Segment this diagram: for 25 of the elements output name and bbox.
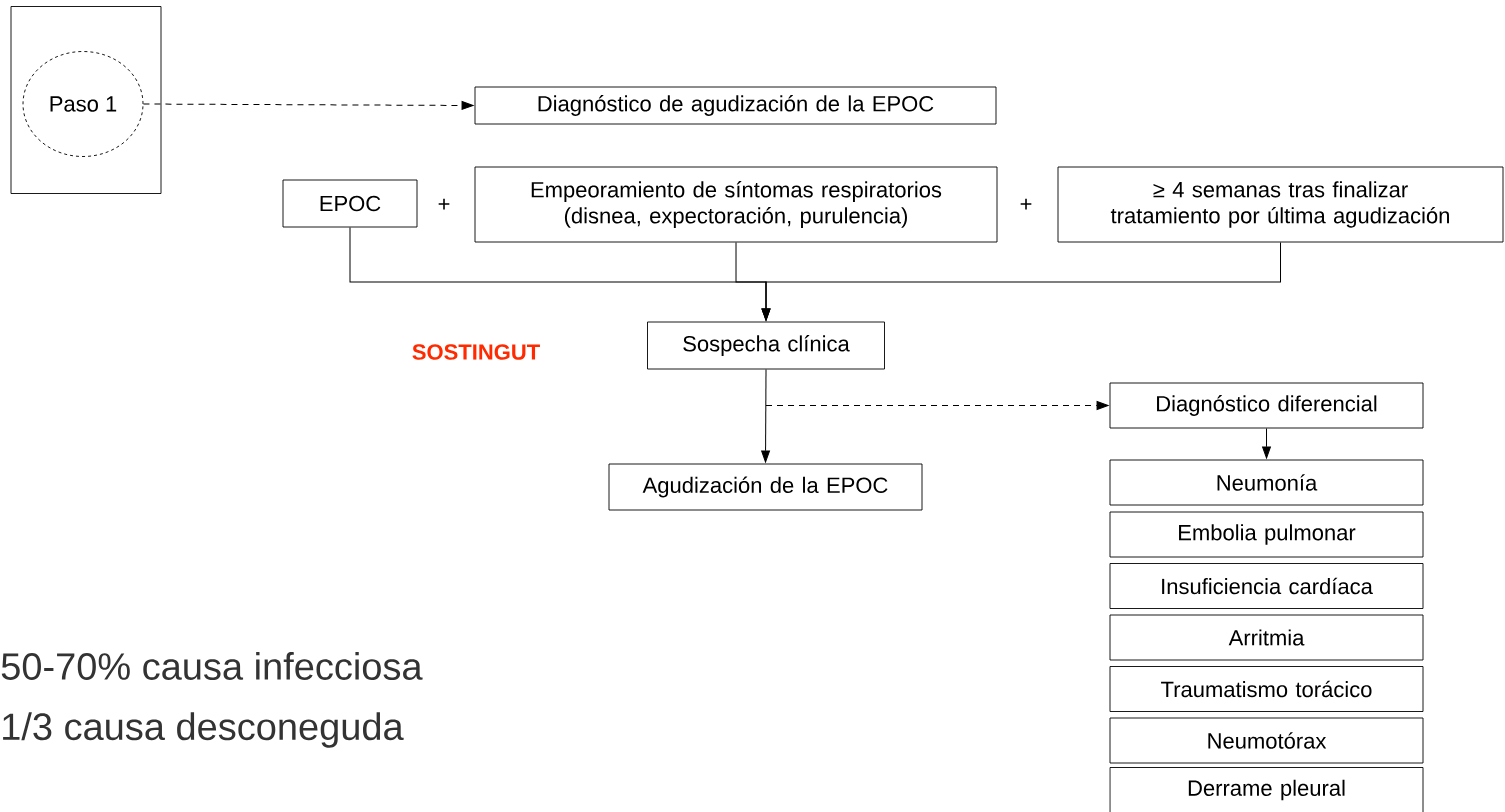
plus-sign: + [438, 198, 450, 210]
list-box: Neumonía [1109, 459, 1424, 506]
process-box: Sospecha clínica [647, 321, 885, 370]
list-box: Traumatismo torácico [1109, 666, 1424, 712]
list-box: Neumotórax [1109, 717, 1424, 764]
dashed-arrow [765, 401, 1109, 410]
process-box: EPOC [282, 179, 418, 228]
list-box: Embolia pulmonar [1109, 511, 1424, 558]
process-box: Empeoramiento de síntomas respiratorios (disnea, expectoración, purulencia) [474, 166, 998, 243]
dashed-arrow [142, 101, 474, 110]
arrow [761, 368, 770, 463]
plus-sign: + [1020, 198, 1032, 210]
note-text: 1/3 causa desconeguda [3, 712, 404, 748]
frame-box [10, 6, 162, 194]
process-box: ≥ 4 semanas tras finalizar tratamiento por última agudización [1057, 166, 1504, 243]
process-box: Diagnóstico diferencial [1109, 382, 1424, 429]
list-box: Arritmia [1109, 614, 1424, 661]
arrow [1262, 427, 1271, 459]
note-text: 50-70% causa infecciosa [1, 652, 423, 680]
process-box: Agudización de la EPOC [608, 463, 923, 511]
list-box: Insuficiencia cardíaca [1109, 563, 1424, 609]
arrow [761, 241, 1281, 321]
list-box: Derrame pleural [1109, 767, 1424, 812]
stamp-text: SOSTINGUT [412, 344, 540, 360]
process-box: Diagnóstico de agudización de la EPOC [474, 86, 997, 125]
